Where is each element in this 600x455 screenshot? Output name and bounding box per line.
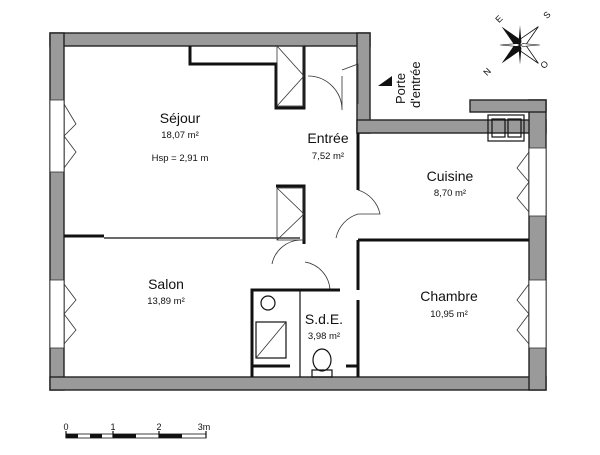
window-salon xyxy=(49,279,65,349)
entrance-marker: Porte d'entrée xyxy=(378,61,423,108)
room-sejour-name: Séjour xyxy=(160,110,201,126)
wall-step-horizontal xyxy=(356,119,547,134)
compass-o: O xyxy=(538,59,550,71)
windows xyxy=(49,99,547,349)
basin xyxy=(260,295,276,311)
compass-s: S xyxy=(541,9,552,20)
outer-walls xyxy=(49,32,547,391)
entrance-label-line1: Porte xyxy=(393,73,408,104)
room-cuisine-name: Cuisine xyxy=(427,168,474,184)
interior-walls xyxy=(64,45,529,378)
toilet-bowl xyxy=(312,348,332,372)
window-cuisine xyxy=(528,147,547,217)
wall-top-left xyxy=(49,32,371,47)
room-entree-name: Entrée xyxy=(307,130,348,146)
toilet-tank xyxy=(311,369,333,378)
room-salon-area: 13,89 m² xyxy=(147,296,185,307)
room-sde-name: S.d.E. xyxy=(305,311,343,327)
wall-bottom xyxy=(49,376,547,391)
room-sde-area: 3,98 m² xyxy=(308,331,340,342)
scale-label-1: 1 xyxy=(110,422,115,432)
window-sejour xyxy=(49,99,65,173)
wall-step-vertical xyxy=(356,32,371,134)
room-cuisine-area: 8,70 m² xyxy=(434,188,466,199)
kitchen-sink xyxy=(487,114,525,142)
entrance-label-line2: d'entrée xyxy=(408,61,423,108)
shower xyxy=(255,321,287,359)
wall-right-top xyxy=(469,99,547,113)
compass-n: N xyxy=(481,66,493,78)
room-sejour-height: Hsp = 2,91 m xyxy=(152,153,209,164)
window-chambre xyxy=(528,279,547,349)
room-labels: Séjour 18,07 m² Hsp = 2,91 m Entrée 7,52… xyxy=(147,110,478,342)
scale-label-0: 0 xyxy=(63,422,68,432)
scale-label-2: 2 xyxy=(156,422,161,432)
scale-bar: 0 1 2 3m xyxy=(63,422,211,439)
compass-rose-icon xyxy=(500,25,540,65)
room-salon-name: Salon xyxy=(148,276,184,292)
room-sejour-area: 18,07 m² xyxy=(161,130,199,141)
room-entree-area: 7,52 m² xyxy=(312,151,344,162)
scale-label-3: 3m xyxy=(198,422,211,432)
room-chambre-area: 10,95 m² xyxy=(430,309,468,320)
room-chambre-name: Chambre xyxy=(420,288,478,304)
compass-e: E xyxy=(493,13,504,24)
entrance-arrow-icon xyxy=(378,76,392,86)
